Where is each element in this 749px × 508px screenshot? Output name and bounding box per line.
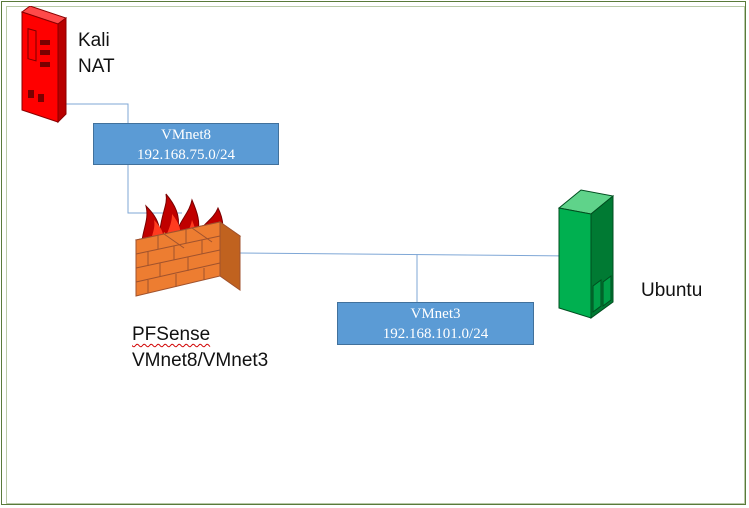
vmnet3-name: VMnet3 [410,306,461,322]
pfsense-subtitle: VMnet8/VMnet3 [132,350,269,371]
ubuntu-label: Ubuntu [641,278,702,304]
diagram-frame-inner [6,6,745,504]
ubuntu-name: Ubuntu [641,280,703,301]
vmnet8-subnet: 192.168.75.0/24 [137,147,235,163]
kali-subtitle: NAT [78,56,115,77]
vmnet3-subnet: 192.168.101.0/24 [382,326,489,342]
pfsense-label: PFSense VMnet8/VMnet3 [132,322,268,374]
firewall-icon [128,192,248,320]
vmnet8-name: VMnet8 [161,127,211,143]
link-kali-vmnet8 [60,103,129,123]
vmnet8-box: VMnet8 192.168.75.0/24 [93,123,279,165]
kali-name: Kali [78,30,110,51]
link-pfsense-ubuntu [237,252,573,257]
kali-label: Kali NAT [78,28,115,80]
vmnet3-box: VMnet3 192.168.101.0/24 [337,302,534,345]
kali-server-icon [18,5,70,128]
ubuntu-server-icon [555,188,617,320]
pfsense-name: PFSense [132,324,211,345]
